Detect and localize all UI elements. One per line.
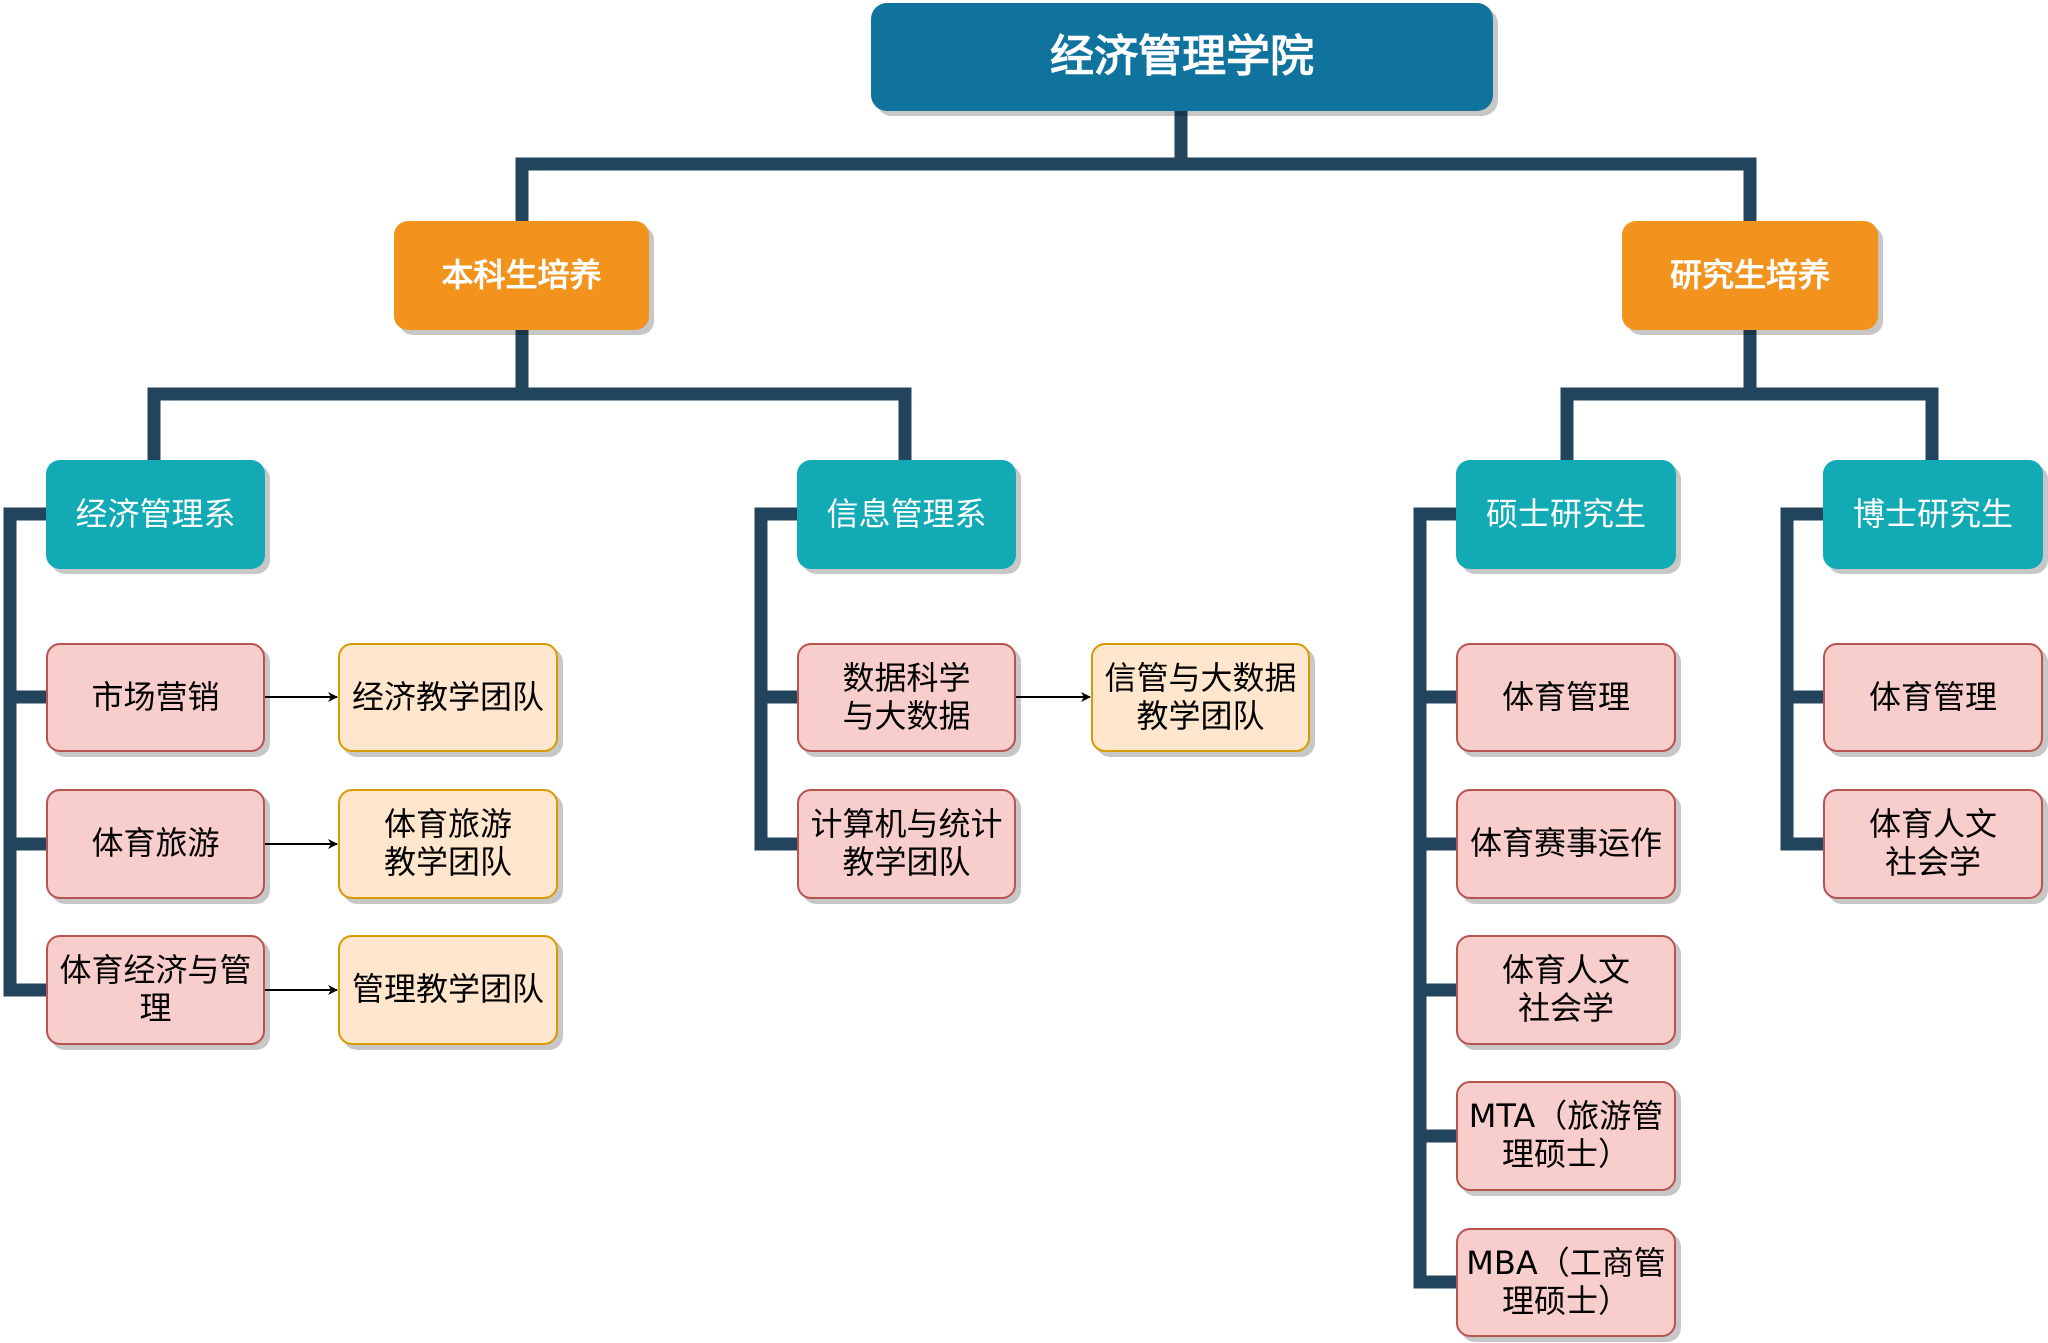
node-major-data-science[interactable]: 数据科学 与大数据	[797, 643, 1016, 752]
team-label: 经济教学团队	[351, 677, 544, 716]
node-dept-economics-management[interactable]: 经济管理系	[46, 460, 265, 569]
node-graduate-training[interactable]: 研究生培养	[1622, 221, 1878, 330]
connector-graduate-bus	[1560, 387, 1939, 460]
node-doctoral-sports-management[interactable]: 体育管理	[1823, 643, 2043, 752]
major-label: 计算机与统计 教学团队	[810, 805, 1003, 881]
connector-econ-dept-spine	[3, 507, 46, 997]
major-label: 体育管理	[1868, 677, 1997, 716]
graduate-label: 研究生培养	[1669, 255, 1830, 294]
major-label: MTA（旅游管 理硕士）	[1468, 1097, 1664, 1173]
team-label: 体育旅游 教学团队	[383, 805, 512, 881]
node-major-sports-economics-management[interactable]: 体育经济与管 理	[46, 935, 265, 1045]
major-label: 体育赛事运作	[1469, 824, 1662, 863]
node-team-info-bigdata[interactable]: 信管与大数据 教学团队	[1091, 643, 1310, 752]
connector-doctoral-spine	[1780, 507, 1823, 851]
major-label: 体育旅游	[91, 824, 220, 863]
node-team-sports-tourism[interactable]: 体育旅游 教学团队	[338, 789, 558, 899]
connector-info-dept-spine	[754, 507, 797, 851]
dept-label: 经济管理系	[75, 494, 236, 533]
node-master-sports-management[interactable]: 体育管理	[1456, 643, 1676, 752]
connector-level1-bus	[515, 157, 1757, 221]
connector-undergrad-bus	[147, 387, 912, 460]
program-label: 博士研究生	[1852, 494, 2013, 533]
node-computer-statistics-team[interactable]: 计算机与统计 教学团队	[797, 789, 1016, 899]
major-label: 体育人文 社会学	[1868, 805, 1997, 881]
major-label: 市场营销	[91, 677, 220, 716]
major-label: 体育管理	[1501, 677, 1630, 716]
dept-label: 信息管理系	[826, 494, 987, 533]
node-doctoral-students[interactable]: 博士研究生	[1823, 460, 2043, 569]
node-master-sports-humanities-sociology[interactable]: 体育人文 社会学	[1456, 935, 1676, 1045]
team-label: 信管与大数据 教学团队	[1104, 658, 1297, 735]
node-undergraduate-training[interactable]: 本科生培养	[394, 221, 649, 330]
node-major-sports-tourism[interactable]: 体育旅游	[46, 789, 265, 899]
node-dept-information-management[interactable]: 信息管理系	[797, 460, 1016, 569]
major-label: MBA（工商管 理硕士）	[1466, 1243, 1666, 1320]
node-team-economics[interactable]: 经济教学团队	[338, 643, 558, 752]
connector-master-spine	[1413, 507, 1456, 1289]
node-master-mta[interactable]: MTA（旅游管 理硕士）	[1456, 1081, 1676, 1191]
undergraduate-label: 本科生培养	[441, 255, 602, 294]
node-major-marketing[interactable]: 市场营销	[46, 643, 265, 752]
node-doctoral-sports-humanities-sociology[interactable]: 体育人文 社会学	[1823, 789, 2043, 899]
node-master-students[interactable]: 硕士研究生	[1456, 460, 1676, 569]
major-label: 数据科学 与大数据	[842, 658, 971, 735]
major-label: 体育人文 社会学	[1501, 951, 1630, 1027]
program-label: 硕士研究生	[1485, 494, 1646, 533]
node-team-management[interactable]: 管理教学团队	[338, 935, 558, 1045]
root-label: 经济管理学院	[1050, 31, 1314, 83]
team-label: 管理教学团队	[351, 970, 544, 1009]
major-label: 体育经济与管 理	[59, 951, 252, 1027]
root-node-school[interactable]: 经济管理学院	[871, 3, 1493, 111]
node-master-mba[interactable]: MBA（工商管 理硕士）	[1456, 1228, 1676, 1337]
node-master-sports-event-operation[interactable]: 体育赛事运作	[1456, 789, 1676, 899]
